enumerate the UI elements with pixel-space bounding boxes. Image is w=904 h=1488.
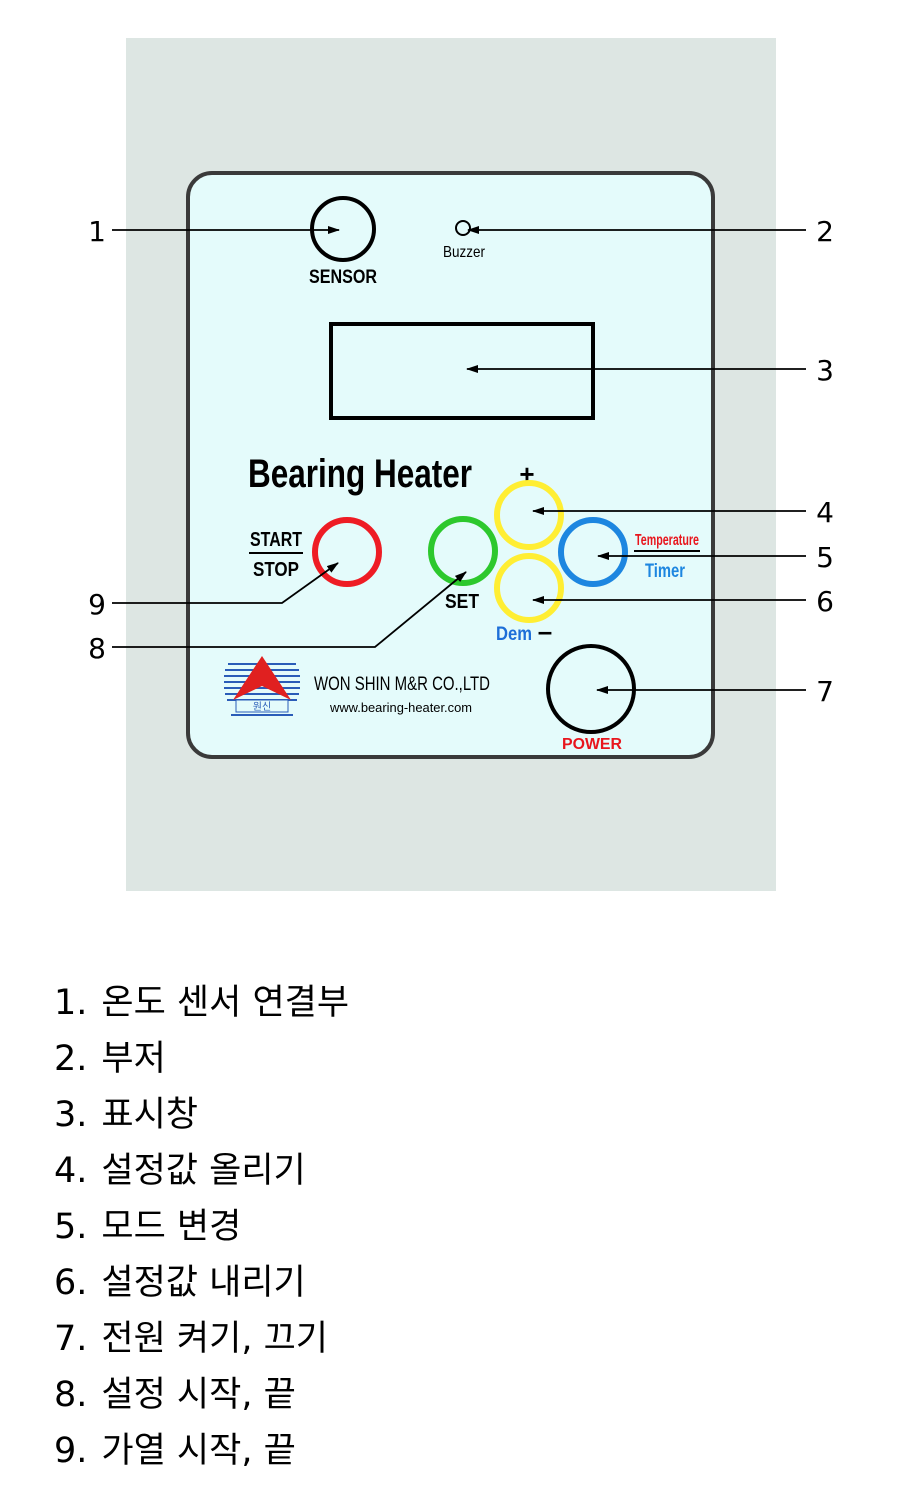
callout-number-2: 2 (816, 215, 834, 248)
legend-number: 6. (54, 1263, 88, 1303)
sensor-label: SENSOR (309, 267, 377, 288)
company-website: www.bearing-heater.com (329, 700, 472, 715)
legend-item: 8. 설정 시작, 끝 (54, 1367, 349, 1423)
legend-item: 3. 표시창 (54, 1087, 349, 1143)
legend-item: 5. 모드 변경 (54, 1199, 349, 1255)
panel-title: Bearing Heater (248, 452, 472, 496)
temperature-label: Temperature (635, 532, 699, 549)
legend-text: 부저 (101, 1039, 166, 1079)
control-panel (186, 171, 715, 759)
set-label: SET (445, 591, 479, 613)
legend-text: 모드 변경 (101, 1207, 242, 1247)
legend-item: 4. 설정값 올리기 (54, 1143, 349, 1199)
legend-item: 9. 가열 시작, 끝 (54, 1423, 349, 1479)
legend-text: 설정값 내리기 (101, 1263, 306, 1303)
legend-text: 가열 시작, 끝 (101, 1431, 296, 1471)
dem-label: Dem (496, 624, 532, 645)
company-name: WON SHIN M&R CO.,LTD (314, 674, 490, 695)
legend-text: 설정 시작, 끝 (101, 1375, 296, 1415)
sensor-port[interactable] (310, 196, 376, 262)
up-button[interactable] (494, 480, 564, 550)
callout-number-8: 8 (88, 632, 106, 665)
legend-text: 표시창 (101, 1095, 199, 1135)
set-button[interactable] (428, 516, 498, 586)
start-label: START (250, 529, 302, 551)
legend-number: 8. (54, 1375, 88, 1415)
legend-text: 전원 켜기, 끄기 (101, 1319, 328, 1359)
legend-list: 1. 온도 센서 연결부 2. 부저 3. 표시창 4. 설정값 올리기 5. 모드 변경… (54, 975, 349, 1479)
callout-number-5: 5 (816, 541, 834, 574)
callout-line-9 (112, 562, 339, 604)
bearing-heater-diagram: SENSOR Buzzer Bearing Heater START STOP … (88, 38, 834, 891)
legend-number: 1. (54, 983, 88, 1023)
callout-number-3: 3 (816, 354, 834, 387)
callout-number-7: 7 (816, 675, 834, 708)
legend-number: 9. (54, 1431, 88, 1471)
callout-number-4: 4 (816, 496, 834, 529)
start-stop-button[interactable] (312, 517, 382, 587)
company-logo (224, 656, 300, 716)
legend-text: 설정값 올리기 (101, 1151, 306, 1191)
callout-number-9: 9 (88, 588, 106, 621)
legend-number: 3. (54, 1095, 88, 1135)
timer-label: Timer (645, 561, 685, 582)
logo-text: 원신 (253, 701, 271, 713)
down-button[interactable] (494, 553, 564, 623)
legend-number: 4. (54, 1151, 88, 1191)
legend-text: 온도 센서 연결부 (101, 983, 350, 1023)
minus-label: – (538, 616, 552, 646)
legend-number: 7. (54, 1319, 88, 1359)
stop-label: STOP (253, 559, 299, 581)
legend-number: 2. (54, 1039, 88, 1079)
legend-item: 6. 설정값 내리기 (54, 1255, 349, 1311)
legend-item: 2. 부저 (54, 1031, 349, 1087)
legend-number: 5. (54, 1207, 88, 1247)
display-window (329, 322, 595, 420)
mode-button[interactable] (558, 517, 628, 587)
buzzer-label: Buzzer (443, 244, 486, 261)
callout-line-8 (112, 571, 467, 648)
power-label: POWER (562, 736, 622, 753)
legend-item: 1. 온도 센서 연결부 (54, 975, 349, 1031)
callout-number-6: 6 (816, 585, 834, 618)
callout-number-1: 1 (88, 215, 106, 248)
legend-item: 7. 전원 켜기, 끄기 (54, 1311, 349, 1367)
power-button[interactable] (546, 644, 636, 734)
